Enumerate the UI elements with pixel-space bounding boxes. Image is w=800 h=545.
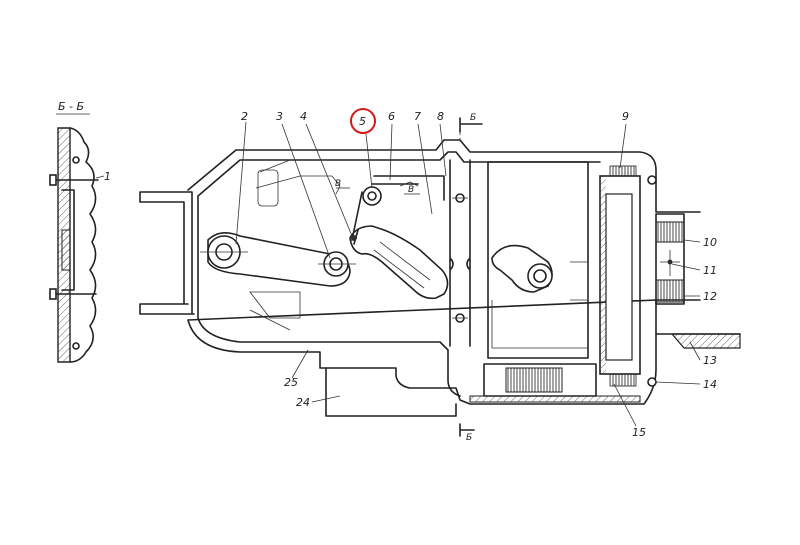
upper-pin-inner — [367, 191, 377, 201]
inner-chamber — [487, 161, 589, 359]
callout-5-highlight — [350, 108, 376, 134]
section-pin-bottom — [72, 342, 80, 350]
callout-4: 4 — [300, 110, 307, 123]
callout-3: 3 — [276, 110, 283, 123]
callout-11: 11 — [703, 264, 717, 277]
section-bolt-bottom-head — [49, 288, 57, 300]
section-pin-top — [72, 156, 80, 164]
leader-13 — [689, 341, 701, 361]
section-bolt-top-head — [49, 174, 57, 186]
coil-core — [605, 193, 633, 361]
terminal-bottom — [647, 377, 657, 387]
callout-1: 1 — [104, 170, 111, 183]
callout-9: 9 — [622, 110, 629, 123]
cut-mark-bottom-label: Б — [466, 433, 472, 443]
leader-3 — [281, 123, 331, 259]
coil-bottom-spring — [609, 373, 637, 387]
bottom-bar — [469, 395, 641, 403]
partition-column — [449, 159, 471, 347]
leader-25 — [291, 349, 309, 379]
crank-slot — [379, 241, 431, 281]
section-view: Б - Б 1 — [49, 100, 111, 363]
leader-24 — [311, 395, 341, 403]
callout-25: 25 — [284, 376, 298, 389]
external-coil-frame — [655, 213, 685, 305]
leader-2 — [235, 121, 247, 245]
callout-24: 24 — [296, 396, 310, 409]
rod-notch — [399, 181, 419, 187]
coil-hatch — [600, 176, 606, 374]
chamber-cam-pin-inner — [533, 269, 547, 283]
leader-8 — [439, 123, 447, 177]
callout-15: 15 — [632, 426, 646, 439]
lever-arm — [207, 232, 351, 287]
callout-2: 2 — [241, 110, 248, 123]
terminal-top — [647, 175, 657, 185]
section-title: Б - Б — [58, 100, 84, 113]
mark-v-right: В — [408, 185, 414, 195]
section-outline — [69, 127, 97, 363]
leader-9 — [619, 123, 627, 169]
crank-slot-2 — [373, 249, 425, 289]
chamber-bracket — [491, 261, 589, 349]
crank-lever — [349, 225, 449, 300]
leader-15 — [613, 383, 637, 427]
leader-7 — [417, 123, 433, 215]
callout-7: 7 — [414, 110, 421, 123]
base-stand — [325, 367, 457, 417]
callout-14: 14 — [703, 378, 717, 391]
callout-5: 5 — [359, 115, 366, 128]
callout-6: 6 — [388, 110, 395, 123]
callout-8: 8 — [437, 110, 444, 123]
external-coil-lower — [655, 279, 685, 303]
cut-mark-top-label: Б — [470, 113, 476, 123]
section-inner-outline — [61, 189, 75, 291]
mark-v-left: В — [335, 179, 341, 189]
housing-boss — [257, 169, 279, 207]
leader-5 — [365, 133, 373, 189]
section-core — [61, 229, 71, 271]
leader-14 — [655, 381, 701, 385]
external-coil-upper — [655, 221, 685, 243]
housing-inner — [197, 151, 601, 397]
housing-rib — [255, 175, 341, 195]
callout-12: 12 — [703, 290, 717, 303]
leader-4 — [305, 123, 353, 237]
callout-10: 10 — [703, 236, 717, 249]
rod-upper — [371, 175, 445, 201]
leader-11 — [671, 263, 701, 271]
leader-1 — [95, 175, 105, 179]
leader-10 — [683, 239, 701, 243]
main-assembly: В В — [139, 113, 741, 443]
callout-13: 13 — [703, 354, 717, 367]
mounting-bracket — [139, 191, 195, 315]
callouts: 2 3 4 5 6 7 8 9 10 11 12 13 — [235, 108, 717, 439]
leader-6 — [389, 123, 393, 181]
bottom-spring — [505, 367, 563, 393]
bracket-13 — [670, 333, 741, 349]
cut-mark-bottom — [459, 423, 475, 437]
latch-pin — [351, 235, 357, 241]
coil-top-spring — [609, 165, 637, 177]
